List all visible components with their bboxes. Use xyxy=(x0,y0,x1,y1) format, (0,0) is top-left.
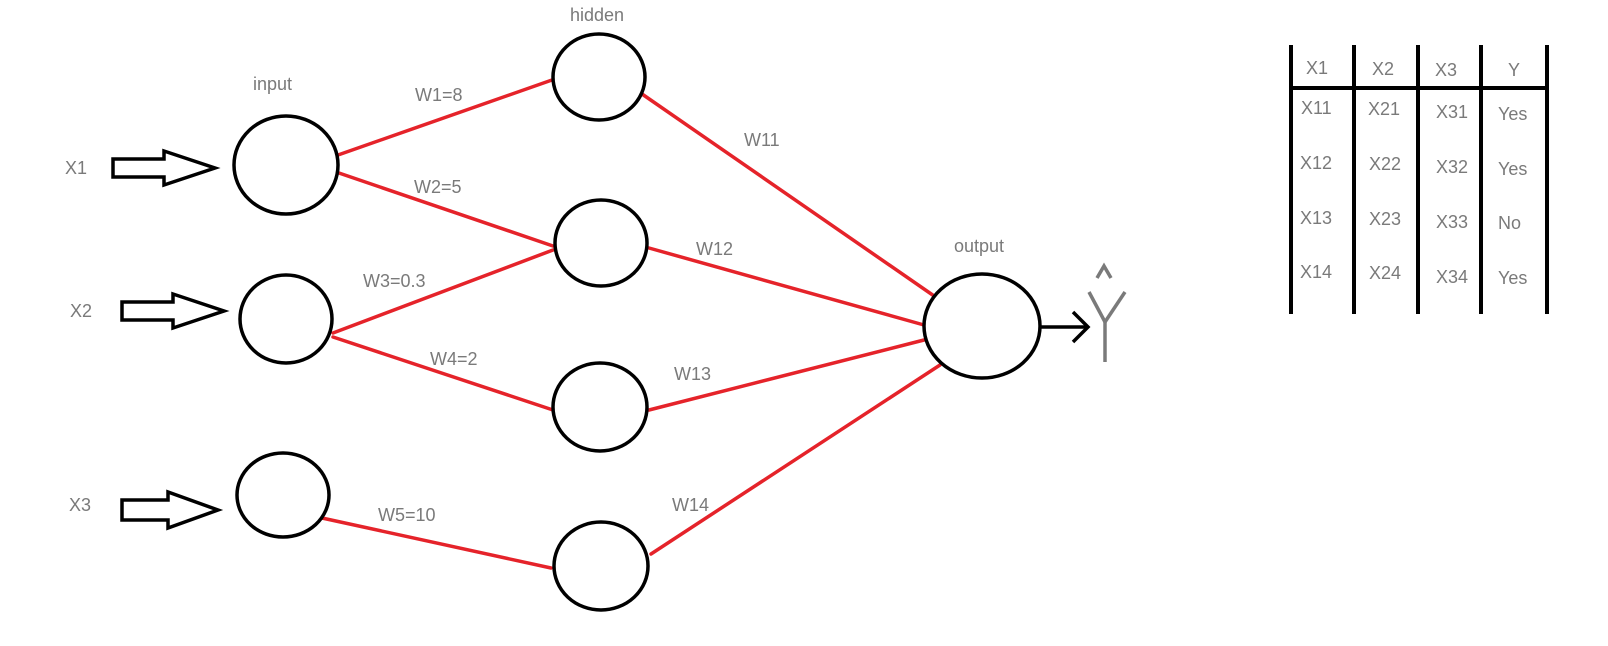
hidden-node-3 xyxy=(551,361,649,453)
data-table: X1 X2 X3 Y X11 X21 X31 Yes X12 X22 X32 Y… xyxy=(1289,45,1549,314)
weight-label-w12: W12 xyxy=(696,239,733,259)
edge-x3-h4 xyxy=(320,516,553,570)
edge-x2-h2 xyxy=(331,248,555,335)
table-cell: X23 xyxy=(1369,209,1401,229)
hidden-layer xyxy=(551,32,650,612)
input-node-3 xyxy=(235,451,331,539)
weight-label-w11: W11 xyxy=(744,130,780,150)
table-cell: X32 xyxy=(1436,157,1468,177)
input-node-2 xyxy=(238,273,334,365)
connections xyxy=(320,78,942,570)
output-layer-label: output xyxy=(954,236,1004,256)
table-cell: X33 xyxy=(1436,212,1468,232)
table-cell: X14 xyxy=(1300,262,1332,282)
table-cell: Yes xyxy=(1498,104,1527,124)
weight-label-w2: W2=5 xyxy=(414,177,462,197)
table-header-cell: X1 xyxy=(1306,58,1328,78)
input-arrows xyxy=(111,148,230,531)
hidden-node-2 xyxy=(553,198,649,288)
output-layer xyxy=(922,272,1042,380)
input-node-1 xyxy=(232,114,340,216)
input-layer-label: input xyxy=(253,74,292,94)
edge-h3-out xyxy=(647,338,926,412)
edge-h1-out xyxy=(640,92,939,300)
edge-x1-h1 xyxy=(336,78,554,157)
table-cell: X11 xyxy=(1301,98,1332,118)
input-label-x3: X3 xyxy=(69,495,91,515)
table-header-cell: Y xyxy=(1508,60,1520,80)
hidden-node-4 xyxy=(552,520,650,612)
table-cell: X22 xyxy=(1369,154,1401,174)
edge-h4-out xyxy=(649,363,942,556)
edge-x2-h3 xyxy=(331,335,555,412)
table-cell: X24 xyxy=(1369,263,1401,283)
table-cell: X31 xyxy=(1436,102,1468,122)
weight-label-w4: W4=2 xyxy=(430,349,478,369)
table-cell: Yes xyxy=(1498,159,1527,179)
edge-h2-out xyxy=(647,246,926,327)
hidden-node-1 xyxy=(551,32,647,122)
weight-label-w1: W1=8 xyxy=(415,85,463,105)
output-arrow xyxy=(1040,310,1091,344)
input-arrow-x1 xyxy=(111,148,221,188)
table-header-cell: X2 xyxy=(1372,59,1394,79)
input-arrow-x2 xyxy=(120,291,230,331)
input-label-x2: X2 xyxy=(70,301,92,321)
weight-label-w13: W13 xyxy=(674,364,711,384)
output-y-hat-symbol xyxy=(1087,262,1127,362)
input-layer xyxy=(232,114,340,539)
table-cell: X34 xyxy=(1436,267,1468,287)
output-node xyxy=(922,272,1042,380)
table-cell: X12 xyxy=(1300,153,1332,173)
table-cell: X21 xyxy=(1368,99,1400,119)
input-arrow-x3 xyxy=(120,489,224,531)
hidden-layer-label: hidden xyxy=(570,5,624,25)
table-cell: Yes xyxy=(1498,268,1527,288)
table-header-cell: X3 xyxy=(1435,60,1457,80)
weight-label-w5: W5=10 xyxy=(378,505,436,525)
weight-label-w3: W3=0.3 xyxy=(363,271,426,291)
input-label-x1: X1 xyxy=(65,158,87,178)
table-cell: X13 xyxy=(1300,208,1332,228)
edge-x1-h2 xyxy=(334,170,555,248)
weight-label-w14: W14 xyxy=(672,495,709,515)
table-cell: No xyxy=(1498,213,1521,233)
